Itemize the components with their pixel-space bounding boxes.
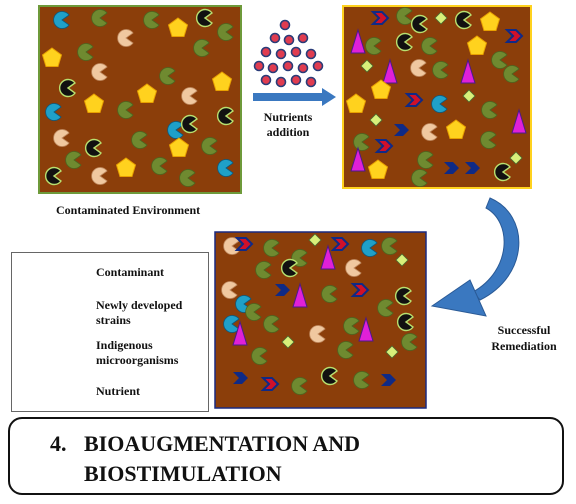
title-box [8,417,564,495]
legend-strains-label: Newly developed strains [96,298,183,327]
contaminated-environment-label: Contaminated Environment [56,203,201,217]
panel-augmented [342,5,532,189]
nutrients-arrow [253,88,336,106]
remediation-arrow [430,197,520,317]
legend [11,252,209,412]
legend-microorganisms-label: Indigenous microorganisms [96,338,179,367]
nutrients-addition-label: Nutrients addition [263,110,313,139]
legend-contaminant-label: Contaminant [96,265,165,279]
nutrient-cluster [253,19,324,88]
legend-nutrient-label: Nutrient [96,384,140,398]
figure-title: 4. BIOAUGMENTATION AND BIOSTIMULATION [50,429,550,489]
title-text: BIOAUGMENTATION AND BIOSTIMULATION [84,431,361,486]
successful-remediation-label: Successful Remediation [491,323,557,353]
title-number: 4. [50,431,67,456]
panel-remediated [214,231,427,409]
panel-contaminated [38,5,242,194]
